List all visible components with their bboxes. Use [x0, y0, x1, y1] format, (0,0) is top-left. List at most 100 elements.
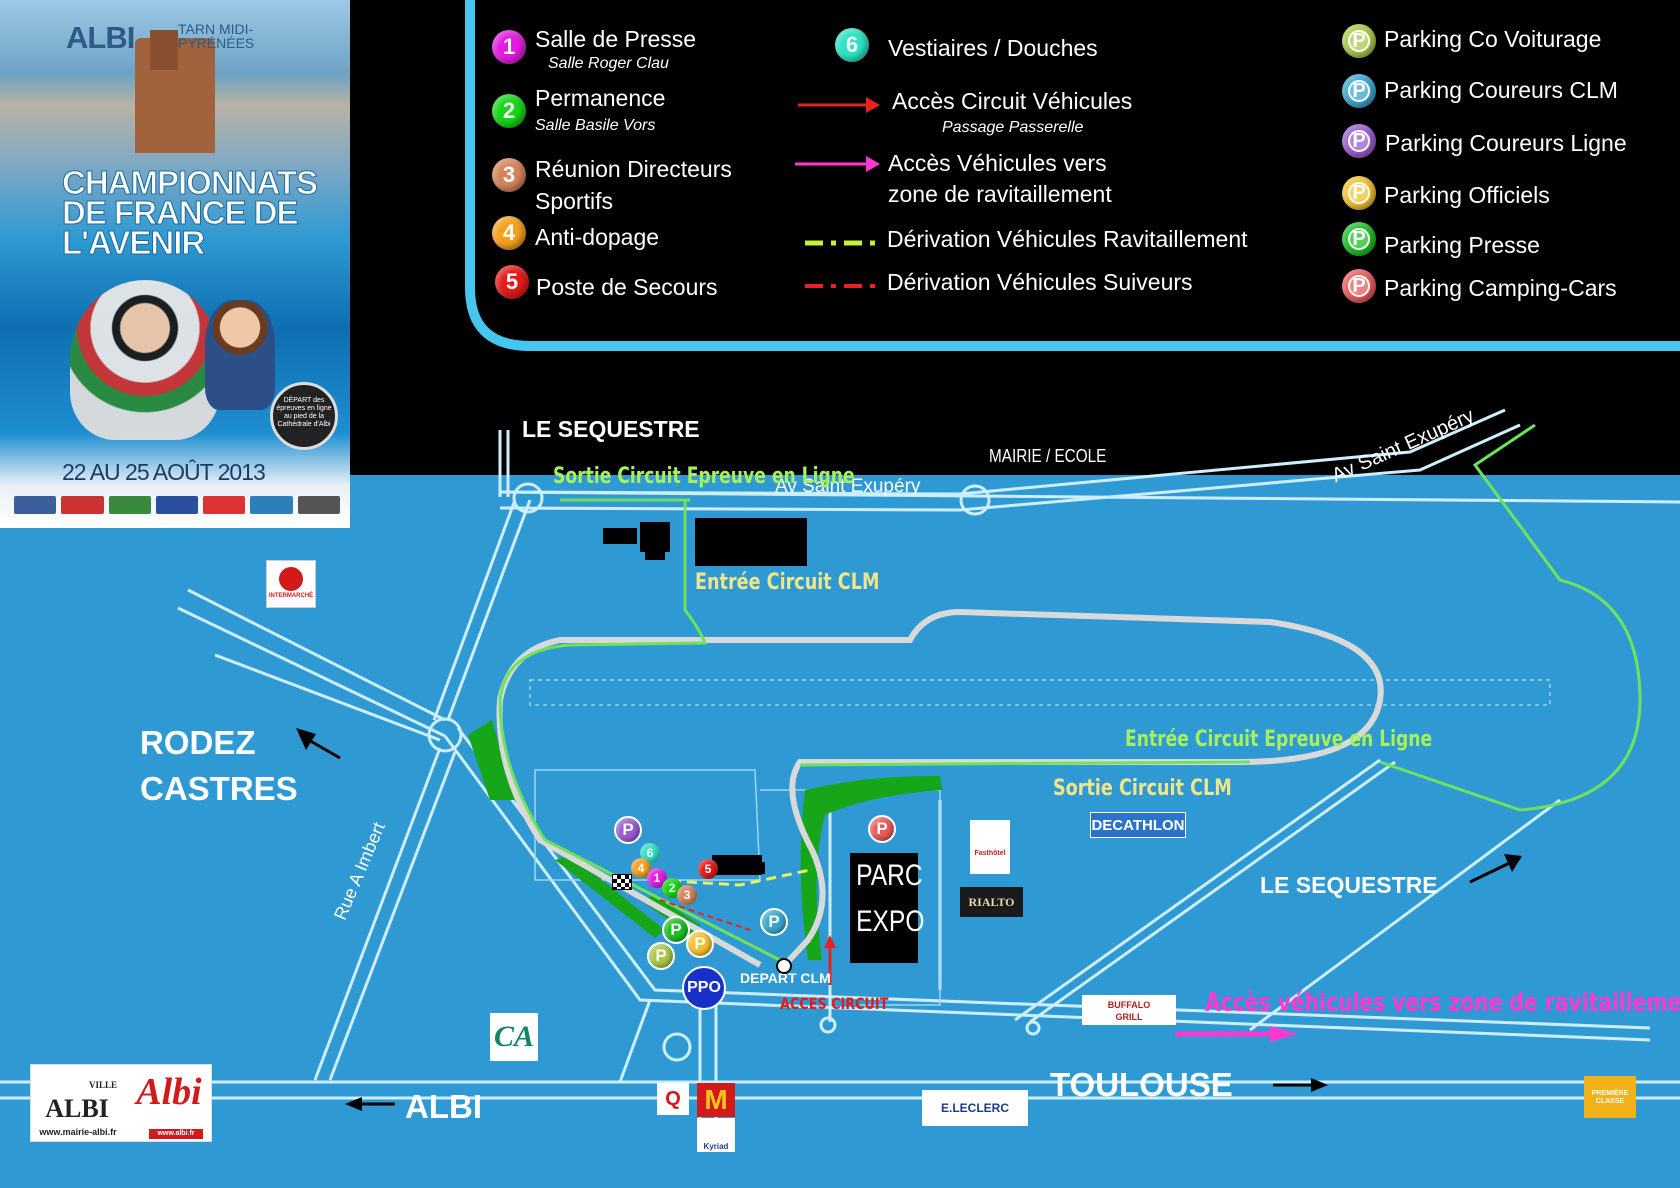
label-entree-circuit-epreuve-ligne: Entrée Circuit Epreuve en Ligne — [1125, 727, 1433, 752]
albi-caps-word: ALBI — [45, 1094, 109, 1123]
label-av-saint-exupery: Av Saint Exupéry — [775, 476, 921, 497]
buffalo-grill-text-1: BUFFALO — [1107, 1000, 1151, 1010]
legend-label-parking-coureurs-clm: Parking Coureurs CLM — [1384, 77, 1618, 103]
legend-badge-4: 4 — [492, 216, 526, 250]
poster-title: CHAMPIONNATS DE FRANCE DE L'AVENIR — [62, 164, 319, 261]
legend-label-acces-ravitaillement: Accès Véhicules vers zone de ravitaillem… — [888, 148, 1112, 210]
legend-label-acces-circuit-vehicules: Accès Circuit Véhicules — [892, 88, 1133, 114]
legend-sub-salle-basile-vors: Salle Basile Vors — [535, 117, 656, 134]
label-mairie-ecole: MAIRIE / ECOLE — [989, 446, 1107, 466]
mairie-albi-url: www.mairie-albi.fr — [39, 1127, 117, 1137]
parking-icon-camping-cars: P — [1342, 269, 1376, 303]
legend-label-poste-de-secours: Poste de Secours — [536, 274, 718, 300]
albi-script-logo: Albi — [136, 1071, 202, 1113]
map-parking-officiels: P — [686, 930, 714, 958]
parking-icon-coureurs-clm: P — [1342, 74, 1376, 108]
sponsor-logo — [61, 496, 104, 514]
label-acces-vehicules-ravitaillement: Accès véhicules vers zone de ravitaillem… — [1205, 988, 1680, 1018]
label-albi: ALBI — [405, 1088, 482, 1125]
legend-sub-salle-roger-clau: Salle Roger Clau — [548, 55, 669, 72]
label-sortie-circuit-epreuve-ligne: Sortie Circuit Epreuve en Ligne — [553, 464, 855, 489]
legend-label-parking-camping-cars: Parking Camping-Cars — [1384, 275, 1617, 301]
event-poster: ALBI TARN MIDI-PYRÉNÉES CHAMPIONNATS DE … — [0, 0, 350, 528]
map-parking-presse: P — [662, 916, 690, 944]
map-marker-5: 5 — [698, 859, 718, 879]
ville-albi-text: VILLE ALBI — [37, 1073, 117, 1123]
legend-badge-5: 5 — [495, 265, 529, 299]
kyriad-logo: Kyriad — [697, 1118, 735, 1152]
label-toulouse: TOULOUSE — [1050, 1066, 1233, 1103]
label-depart-clm: DEPART CLM — [740, 970, 831, 986]
sponsor-logo — [14, 496, 57, 514]
buffalo-grill-logo: BUFFALO GRILL — [1082, 995, 1176, 1025]
map-marker-3: 3 — [677, 885, 697, 905]
parking-icon-coureurs-ligne: P — [1342, 124, 1376, 158]
quick-logo: Q — [657, 1083, 689, 1115]
map-parking-co-voiturage: P — [647, 942, 675, 970]
legend-label-acces-ravit-line2: zone de ravitaillement — [888, 181, 1112, 207]
parking-icon-co-voiturage: P — [1342, 24, 1376, 58]
sponsor-logo — [203, 496, 246, 514]
ville-word: VILLE — [88, 1080, 117, 1090]
legend-badge-6: 6 — [835, 28, 869, 62]
legend-label-derivation-ravitaillement: Dérivation Véhicules Ravitaillement — [887, 226, 1248, 252]
decathlon-logo: DECATHLON — [1090, 812, 1186, 838]
legend-label-reunion-line2: Sportifs — [535, 188, 613, 214]
albi-url: www.albi.fr — [149, 1129, 203, 1139]
mcdonalds-logo: M — [697, 1083, 735, 1117]
label-entree-circuit-clm: Entrée Circuit CLM — [695, 570, 880, 595]
intermarche-text: INTERMARCHÉ — [268, 593, 314, 599]
e-leclerc-logo: E.LECLERC — [922, 1090, 1028, 1126]
parc-expo-line1: PARC — [856, 859, 923, 892]
legend-label-parking-officiels: Parking Officiels — [1384, 182, 1550, 208]
poster-sponsor-strip — [14, 490, 340, 520]
legend-badge-1: 1 — [492, 30, 526, 64]
depart-point-icon — [776, 958, 792, 974]
legend-badge-2: 2 — [492, 94, 526, 128]
legend-frame — [465, 0, 1680, 351]
ppo-marker: PPO — [682, 966, 726, 1010]
legend-badge-3: 3 — [492, 158, 526, 192]
map-parking-coureurs-clm: P — [760, 908, 788, 936]
buffalo-grill-text-2: GRILL — [1115, 1012, 1143, 1022]
ville-albi-logo: VILLE ALBI www.mairie-albi.fr Albi www.al… — [30, 1064, 212, 1142]
label-castres: CASTRES — [140, 770, 298, 807]
parking-icon-presse: P — [1342, 222, 1376, 256]
legend-label-vestiaires-douches: Vestiaires / Douches — [888, 35, 1098, 61]
fasthotel-logo: Fasthôtel — [970, 820, 1010, 874]
sponsor-logo — [108, 496, 151, 514]
cathedral-tower-illustration — [150, 30, 178, 70]
legend-label-reunion-directeurs: Réunion Directeurs Sportifs — [535, 153, 732, 217]
poster-start-badge: DÉPART des épreuves en ligne au pied de … — [270, 382, 338, 450]
legend-label-permanence: Permanence — [535, 85, 666, 111]
rialto-logo: RIALTO — [960, 887, 1023, 917]
map-parking-coureurs-ligne: P — [614, 816, 642, 844]
label-acces-circuit: ACCES CIRCUIT — [780, 994, 889, 1013]
sponsor-logo — [250, 496, 293, 514]
checkered-flag-icon — [612, 874, 632, 890]
cyclist-illustration — [70, 280, 220, 440]
map-marker-4: 4 — [631, 858, 651, 878]
child-illustration — [205, 300, 275, 410]
legend-label-reunion-line1: Réunion Directeurs — [535, 156, 732, 182]
legend-label-derivation-suiveurs: Dérivation Véhicules Suiveurs — [887, 269, 1193, 295]
label-le-sequestre-right: LE SEQUESTRE — [1260, 872, 1438, 898]
legend-label-parking-coureurs-ligne: Parking Coureurs Ligne — [1385, 130, 1627, 156]
label-rodez: RODEZ — [140, 724, 256, 761]
legend-label-acces-ravit-line1: Accès Véhicules vers — [888, 150, 1107, 176]
intermarche-emblem — [279, 567, 303, 591]
sponsor-logo — [297, 496, 340, 514]
legend-label-anti-dopage: Anti-dopage — [535, 224, 660, 250]
parc-expo-building: PARC EXPO — [850, 853, 924, 963]
legend-sub-passage-passerelle: Passage Passerelle — [942, 119, 1084, 136]
poster-dates: 22 AU 25 AOÛT 2013 — [62, 459, 266, 485]
premiere-classe-logo: PREMIÈRE CLASSE — [1584, 1076, 1636, 1118]
legend-label-salle-de-presse: Salle de Presse — [535, 26, 697, 52]
sponsor-logo — [155, 496, 199, 514]
label-le-sequestre-top: LE SEQUESTRE — [522, 416, 700, 442]
legend-label-parking-co-voiturage: Parking Co Voiturage — [1384, 26, 1602, 52]
intermarche-logo: INTERMARCHÉ — [266, 560, 316, 608]
label-sortie-circuit-clm: Sortie Circuit CLM — [1053, 776, 1232, 801]
poster-city: ALBI — [66, 20, 135, 55]
